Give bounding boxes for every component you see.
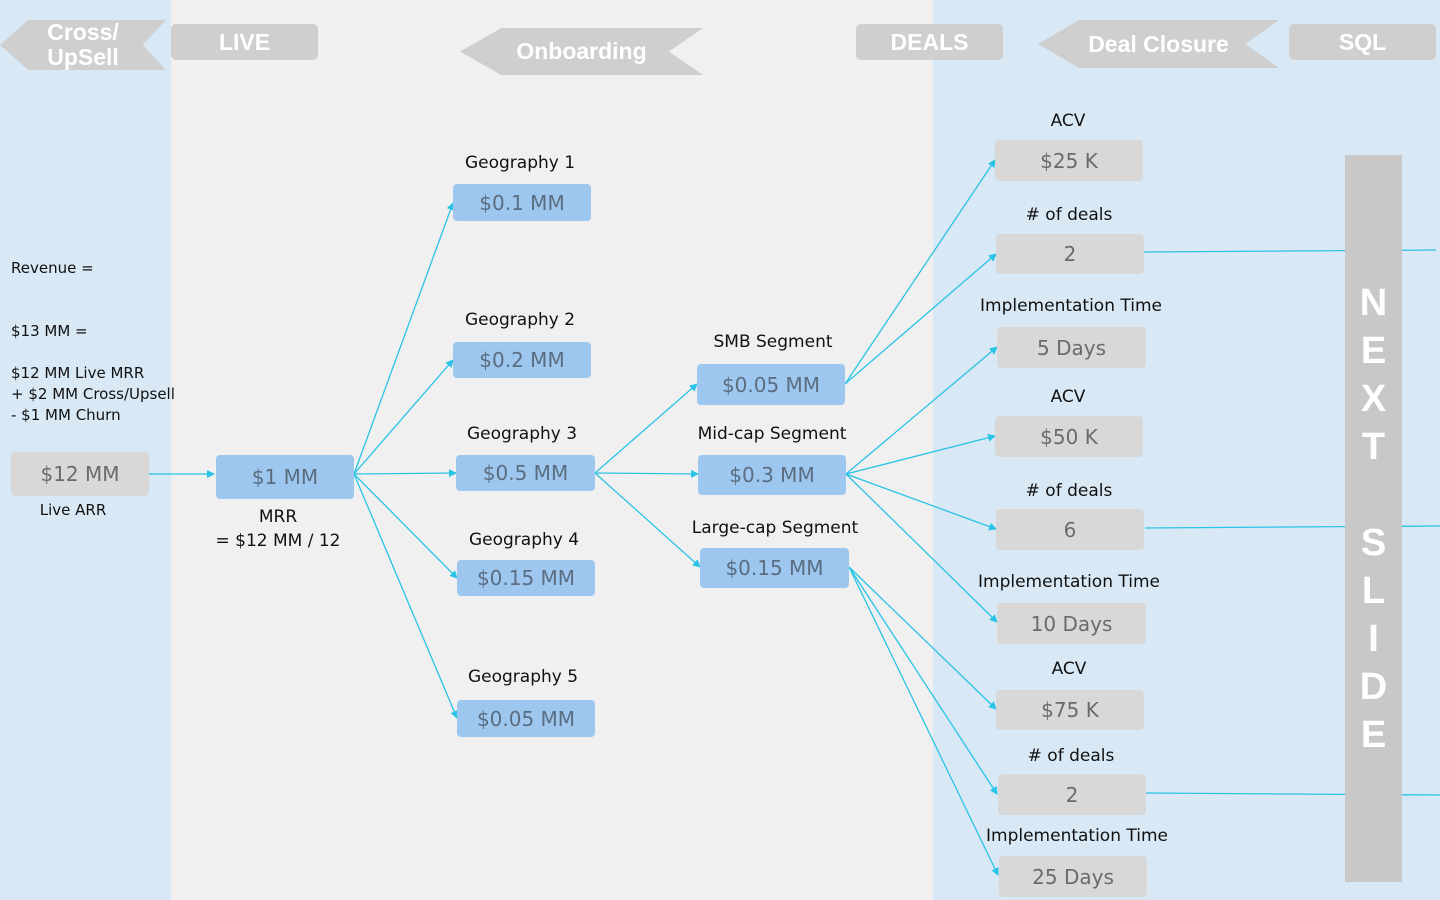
connector-smb-acv xyxy=(844,159,996,385)
metric-label: Implementation Time xyxy=(980,296,1162,316)
connector-geo3-midcap xyxy=(594,469,699,478)
connector-mrr-geo4 xyxy=(353,473,458,579)
revenue-total: $13 MM = xyxy=(11,322,88,340)
metric-label: ACV xyxy=(1051,659,1087,679)
metric-box: $25 K xyxy=(995,140,1143,181)
next-slide-letter: N xyxy=(1359,282,1388,324)
mrr-label: MRR xyxy=(258,507,298,527)
metric-box: 2 xyxy=(998,774,1146,815)
geography-box: $0.05 MM xyxy=(457,700,595,737)
geography-box: $0.5 MM xyxy=(456,455,595,491)
live-onboarding-band xyxy=(171,0,933,900)
mrr-formula: = $12 MM / 12 xyxy=(215,531,341,551)
connector-geo3-largecap xyxy=(594,472,701,568)
metric-label: ACV xyxy=(1050,111,1086,131)
metric-label: # of deals xyxy=(1025,481,1113,501)
metric-box: $75 K xyxy=(996,690,1144,730)
next-slide-letter: X xyxy=(1360,378,1387,420)
next-slide-letter: E xyxy=(1360,714,1387,756)
segment-label: Large-cap Segment xyxy=(691,518,859,538)
connector-midcap-deals xyxy=(845,473,997,531)
revenue-churn: - $1 MM Churn xyxy=(11,406,121,424)
connector-largecap-deals xyxy=(848,566,998,795)
metric-label: # of deals xyxy=(1027,746,1115,766)
geography-box: $0.1 MM xyxy=(453,184,591,221)
next-slide-letter: I xyxy=(1368,618,1379,660)
metric-label: Implementation Time xyxy=(986,826,1168,846)
connector-geo3-smb xyxy=(594,383,698,474)
live-arr-label: Live ARR xyxy=(39,501,107,519)
next-slide-letter: E xyxy=(1360,330,1387,372)
next-slide-letter: T xyxy=(1361,426,1386,468)
connector-midcap-acv xyxy=(845,433,996,475)
stage-sql: SQL xyxy=(1289,24,1436,60)
revenue-label: Revenue = xyxy=(11,259,94,277)
stage-deal-closure: Deal Closure xyxy=(1038,20,1279,68)
segment-box: $0.3 MM xyxy=(698,455,846,495)
metric-label: # of deals xyxy=(1025,205,1113,225)
metric-box: 25 Days xyxy=(999,856,1147,897)
stage-cross-upsell: Cross/ UpSell xyxy=(0,20,166,70)
next-slide-letter: S xyxy=(1360,522,1387,564)
segment-label: SMB Segment xyxy=(713,332,833,352)
stage-live: LIVE xyxy=(171,24,318,60)
geography-label: Geography 5 xyxy=(467,667,579,687)
next-slide-letter: L xyxy=(1361,570,1386,612)
next-slide-bar[interactable]: N E X T S L I D E xyxy=(1345,155,1402,882)
metric-box: 6 xyxy=(996,509,1144,550)
connector-largecap-acv xyxy=(848,566,997,710)
connector-mrr-geo2 xyxy=(353,359,454,475)
connector-largecap-impl xyxy=(848,566,999,876)
live-arr-box: $12 MM xyxy=(11,452,149,496)
mrr-box: $1 MM xyxy=(216,455,354,499)
connector-midcap-impl xyxy=(845,473,998,623)
connector-mrr-geo3 xyxy=(353,469,457,478)
connector-mrr-geo1 xyxy=(353,202,455,475)
metric-label: Implementation Time xyxy=(978,572,1160,592)
segment-box: $0.15 MM xyxy=(700,548,849,588)
connector-midcap-impl-small xyxy=(845,346,998,475)
geography-label: Geography 1 xyxy=(464,153,576,173)
metric-label: ACV xyxy=(1050,387,1086,407)
segment-box: $0.05 MM xyxy=(697,364,845,405)
metric-box: 5 Days xyxy=(997,327,1146,368)
connector-smb-deals xyxy=(844,253,997,385)
geography-box: $0.15 MM xyxy=(457,560,595,596)
segment-label: Mid-cap Segment xyxy=(697,424,847,444)
metric-box: 10 Days xyxy=(997,603,1146,644)
geography-box: $0.2 MM xyxy=(453,342,591,378)
connector-mrr-geo5 xyxy=(353,473,458,719)
cross-upsell-band xyxy=(0,0,171,900)
next-slide-letter: D xyxy=(1359,666,1388,708)
geography-label: Geography 3 xyxy=(466,424,578,444)
geography-label: Geography 2 xyxy=(464,310,576,330)
revenue-live-mrr: $12 MM Live MRR xyxy=(11,364,145,382)
geography-label: Geography 4 xyxy=(468,530,580,550)
stage-onboarding: Onboarding xyxy=(460,28,703,75)
stage-deals: DEALS xyxy=(856,24,1003,60)
metric-box: 2 xyxy=(996,234,1144,274)
metric-box: $50 K xyxy=(995,416,1143,457)
revenue-cross-upsell: + $2 MM Cross/Upsell xyxy=(11,385,175,403)
